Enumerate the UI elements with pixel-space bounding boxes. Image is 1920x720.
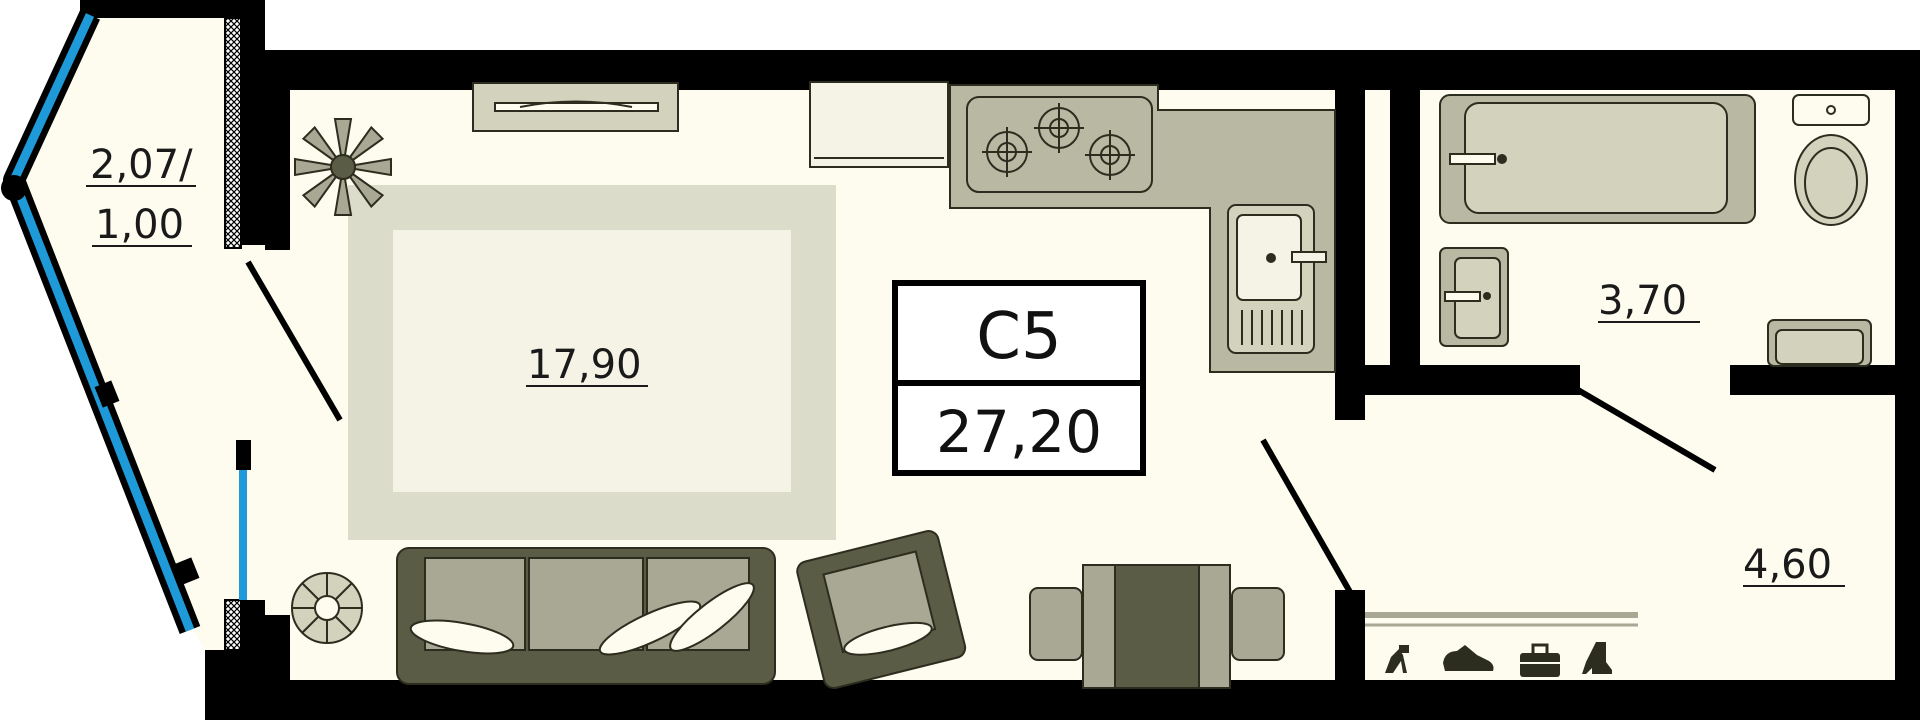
balcony-top-wall [80, 0, 250, 18]
sofa [396, 547, 776, 685]
bathroom-door-leaf[interactable] [1576, 387, 1717, 473]
balcony-area-line2: 1,00 [95, 202, 184, 248]
bath-hall-wall-right [1730, 365, 1920, 395]
unit-badge: С5 27,20 [892, 280, 1146, 476]
left-wall-bottom [265, 615, 290, 720]
living-room-area: 17,90 [527, 342, 642, 388]
unit-total-area: 27,20 [936, 398, 1102, 466]
bathroom-sink [1439, 247, 1509, 347]
hallway-floor [1340, 370, 1910, 680]
bathtub-icon [1439, 94, 1756, 224]
balcony-floor [12, 10, 240, 650]
balcony-area-label: 2,07/ 1,00 [86, 142, 196, 248]
unit-code: С5 [976, 300, 1061, 374]
balcony-door-leaf[interactable] [245, 260, 343, 422]
left-wall-top [265, 50, 290, 250]
balcony-door-frame-top [224, 17, 242, 249]
balcony-door-frame-bottom [224, 599, 242, 651]
bathroom-area: 3,70 [1598, 278, 1687, 324]
washing-machine [1767, 319, 1872, 367]
balcony-window-frame [236, 440, 251, 470]
hallway-area: 4,60 [1743, 542, 1832, 588]
boot-icon [1582, 642, 1612, 674]
heel-shoe-icon [1385, 645, 1409, 673]
tv-curve [519, 100, 633, 108]
bathroom-inner-wall [1390, 90, 1420, 370]
bathroom-area-label: 3,70 [1598, 278, 1700, 324]
rug-inner [393, 230, 791, 492]
hob-icon [966, 96, 1153, 193]
armchair [796, 530, 967, 690]
balcony-right-wall-top [240, 0, 265, 245]
toilet-icon [1792, 94, 1870, 226]
balcony-area-line1: 2,07/ [90, 142, 193, 188]
balcony-glazing [1, 10, 201, 635]
bath-living-wall-bottom [1335, 590, 1365, 690]
sink-icon [1227, 204, 1327, 354]
hallway-area-label: 4,60 [1743, 542, 1845, 588]
briefcase-icon [1520, 643, 1560, 677]
dining-table [1029, 564, 1285, 689]
wardrobe [1365, 612, 1638, 627]
plant-icon [294, 118, 392, 216]
fridge [809, 81, 949, 168]
entry-door-leaf[interactable] [1260, 438, 1353, 594]
bath-hall-wall-left [1335, 365, 1580, 395]
sneaker-icon [1443, 645, 1494, 671]
balcony-bottom-wall [205, 650, 265, 720]
living-room-area-label: 17,90 [526, 342, 648, 388]
tv-screen [494, 102, 659, 112]
pouf-icon [291, 572, 363, 644]
